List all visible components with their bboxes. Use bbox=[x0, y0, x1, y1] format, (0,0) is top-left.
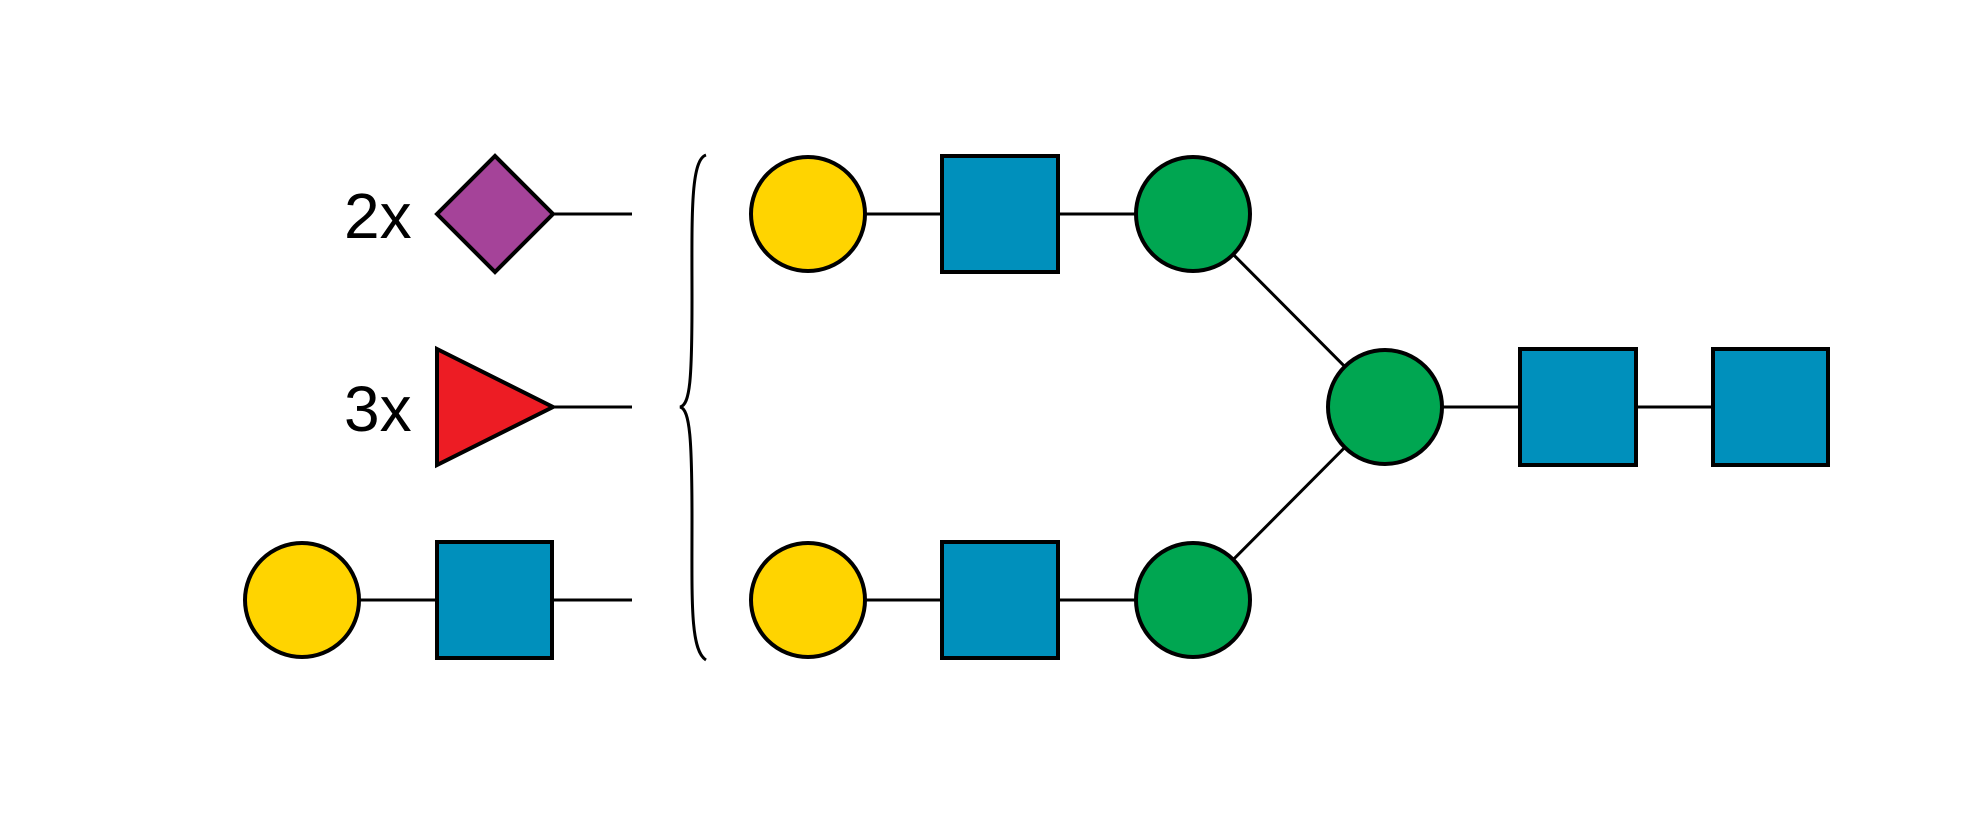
antenna-brace bbox=[679, 153, 707, 662]
fucose-triangle-icon bbox=[435, 345, 558, 469]
upper-glcnac-square-icon bbox=[940, 154, 1060, 274]
lower-mannose-circle-icon bbox=[1134, 541, 1252, 659]
multiplier-fucose-label: 3x bbox=[344, 373, 412, 445]
lower-galactose-circle-icon bbox=[749, 541, 867, 659]
core-glcnac-square-icon-2 bbox=[1711, 347, 1830, 467]
glcnac-square-icon bbox=[435, 540, 554, 660]
multiplier-neuac-label: 2x bbox=[344, 180, 412, 252]
galactose-circle-icon bbox=[243, 541, 361, 659]
core-mannose-circle-icon bbox=[1326, 348, 1444, 466]
upper-galactose-circle-icon bbox=[749, 155, 867, 273]
neuac-diamond-icon bbox=[434, 153, 556, 275]
upper-mannose-circle-icon bbox=[1134, 155, 1252, 273]
core-glcnac-square-icon-1 bbox=[1518, 347, 1638, 467]
lower-glcnac-square-icon bbox=[940, 540, 1060, 660]
